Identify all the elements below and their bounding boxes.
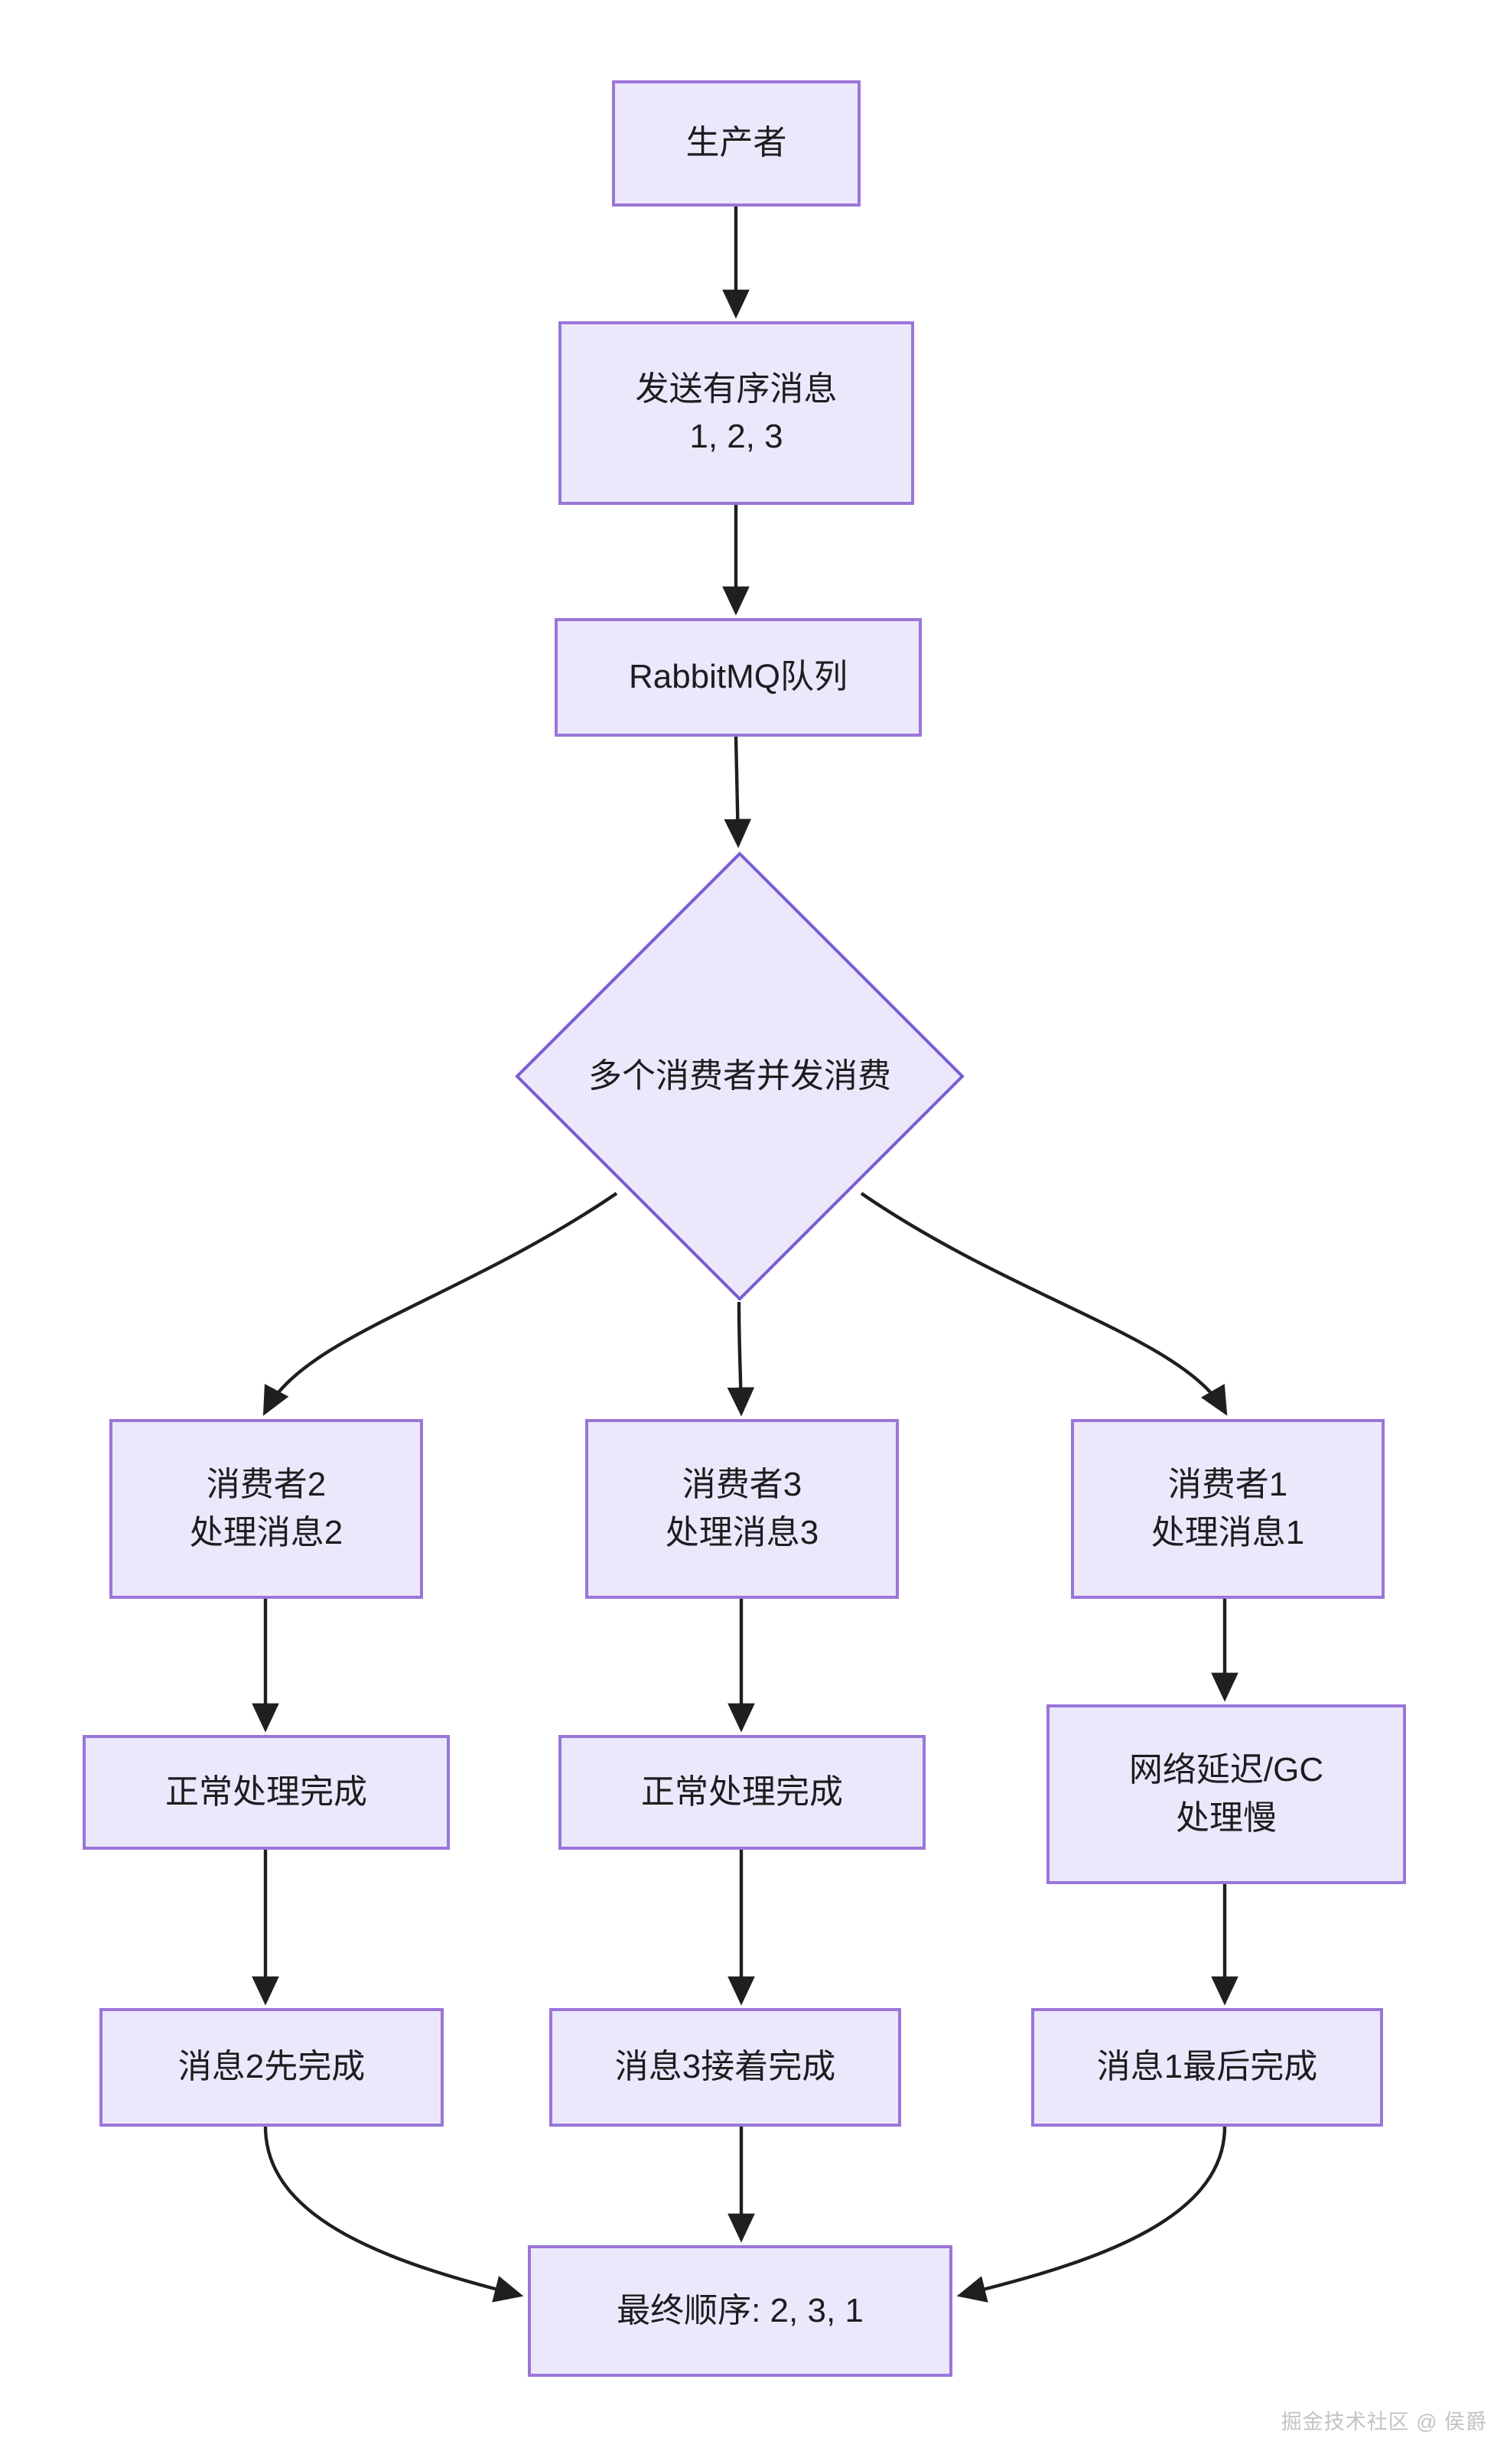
node-producer-line-0: 生产者 [685,124,787,162]
node-consumer3[interactable]: 消费者3 处理消息3 [585,1419,899,1599]
node-consumer2-line-1: 处理消息2 [189,1513,343,1551]
node-consumer3-line-1: 处理消息3 [665,1513,819,1551]
diamond-shape [515,851,965,1301]
watermark-text: 掘金技术社区 @ 侯爵 [1281,2410,1487,2433]
node-msg1-last-line-0: 消息1最后完成 [1096,2048,1318,2086]
node-normal-done-3[interactable]: 正常处理完成 [558,1735,926,1850]
node-msg2-first-line-0: 消息2先完成 [177,2048,366,2086]
node-send-ordered-line-1: 1, 2, 3 [689,418,783,455]
node-msg3-next[interactable]: 消息3接着完成 [549,2008,901,2127]
node-consumer1-line-1: 处理消息1 [1151,1513,1305,1551]
node-msg3-next-line-0: 消息3接着完成 [614,2048,836,2086]
edge-msg2-first-to-final-order [263,2126,524,2303]
node-slow-gc-line-0: 网络延迟/GC [1128,1751,1324,1789]
node-final-order[interactable]: 最终顺序: 2, 3, 1 [528,2245,952,2377]
node-final-order-line-0: 最终顺序: 2, 3, 1 [617,2291,864,2329]
node-consumer2[interactable]: 消费者2 处理消息2 [109,1419,423,1599]
edge-queue-to-concurrent [724,736,752,848]
node-consumer1-line-0: 消费者1 [1167,1466,1288,1504]
node-msg1-last[interactable]: 消息1最后完成 [1031,2008,1383,2127]
edge-concurrent-to-consumer3 [727,1301,755,1417]
node-consumer2-line-0: 消费者2 [206,1466,327,1504]
node-consumer3-line-0: 消费者3 [682,1466,802,1504]
node-send-ordered-messages[interactable]: 发送有序消息 1, 2, 3 [558,321,914,505]
node-concurrent-consume[interactable]: 多个消费者并发消费 [514,851,965,1302]
node-slow-gc[interactable]: 网络延迟/GC 处理慢 [1046,1704,1406,1884]
node-rabbitmq-queue[interactable]: RabbitMQ队列 [555,618,922,737]
node-slow-gc-line-1: 处理慢 [1176,1798,1277,1837]
node-concurrent-consume-label: 多个消费者并发消费 [588,1057,891,1095]
edge-msg1-last-to-final-order [956,2126,1227,2303]
node-msg2-first[interactable]: 消息2先完成 [99,2008,444,2127]
node-rabbitmq-queue-line-0: RabbitMQ队列 [628,658,848,696]
node-send-ordered-line-0: 发送有序消息 [635,369,838,408]
node-consumer1[interactable]: 消费者1 处理消息1 [1071,1419,1385,1599]
node-normal-done-2-line-0: 正常处理完成 [165,1772,367,1811]
node-normal-done-2[interactable]: 正常处理完成 [83,1735,450,1850]
node-normal-done-3-line-0: 正常处理完成 [641,1772,843,1811]
node-producer[interactable]: 生产者 [612,80,861,207]
